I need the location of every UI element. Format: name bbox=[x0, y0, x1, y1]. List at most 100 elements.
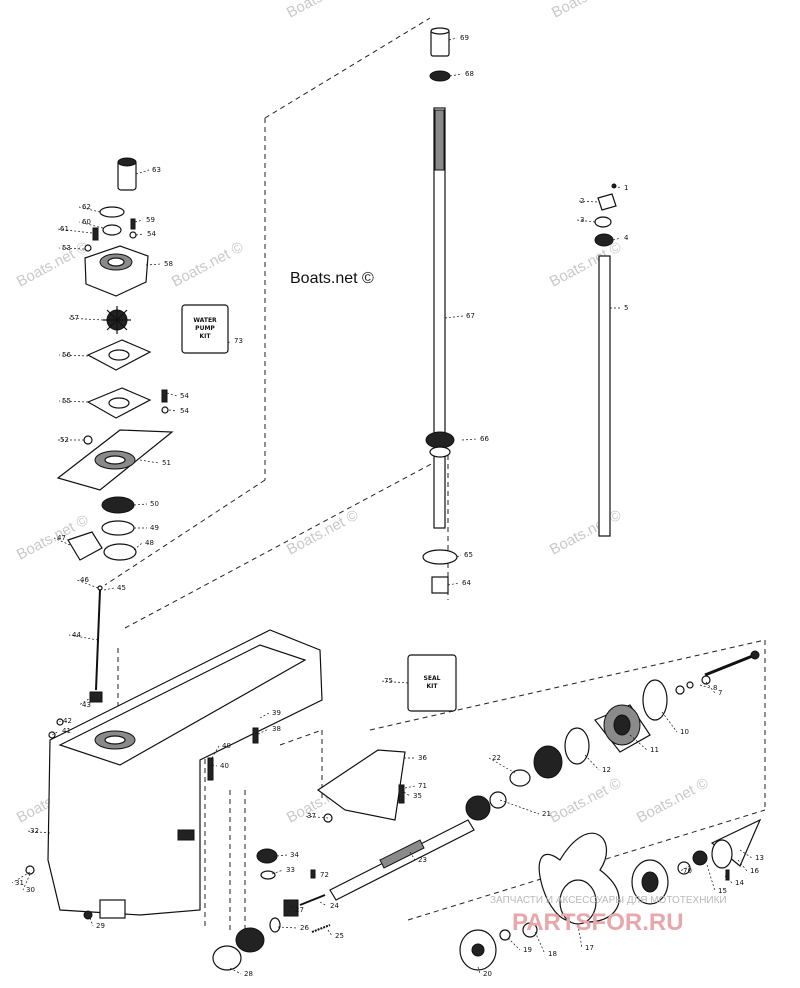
callout-70: 70 bbox=[679, 865, 692, 875]
callout-25: 25 bbox=[327, 929, 344, 940]
callout-34: 34 bbox=[276, 851, 299, 859]
callout-number: 60 bbox=[82, 218, 91, 226]
driveshaft-assembly bbox=[422, 27, 458, 594]
callout-number: 3 bbox=[580, 216, 584, 224]
part-69-ring bbox=[429, 70, 451, 82]
callout-4: 4 bbox=[612, 234, 629, 242]
callout-number: 25 bbox=[335, 932, 344, 940]
callout-number: 13 bbox=[755, 854, 764, 862]
callout-number: 31 bbox=[15, 879, 24, 887]
callout-labels: 1234578101112131415161718192021222324252… bbox=[11, 34, 764, 978]
part-34-washer bbox=[260, 870, 276, 880]
callout-number: 24 bbox=[330, 902, 339, 910]
callout-71: 71 bbox=[404, 782, 427, 790]
callout-number: 38 bbox=[272, 725, 281, 733]
callout-number: 42 bbox=[63, 717, 72, 725]
part-13-spinner bbox=[710, 818, 762, 869]
callout-number: 14 bbox=[735, 879, 744, 887]
callout-leader bbox=[78, 221, 104, 229]
water-pump-assembly: WATER PUMP KIT bbox=[48, 157, 229, 739]
callout-40: 40 bbox=[211, 742, 231, 759]
callout-50: 50 bbox=[133, 500, 159, 508]
callout-42: 42 bbox=[59, 717, 72, 725]
callout-number: 20 bbox=[483, 970, 492, 978]
watermark-text: Boats.net © bbox=[284, 0, 361, 22]
kit-label-line-2: PUMP bbox=[195, 325, 215, 332]
callout-leader bbox=[139, 459, 160, 464]
callout-number: 2 bbox=[580, 197, 584, 205]
callout-leader bbox=[679, 865, 691, 872]
callout-number: 67 bbox=[466, 312, 475, 320]
callout-leader bbox=[534, 931, 546, 955]
callout-number: 44 bbox=[72, 631, 81, 639]
callout-22: 22 bbox=[488, 754, 516, 774]
callout-number: 66 bbox=[480, 435, 489, 443]
callout-55: 55 bbox=[58, 397, 89, 405]
part-53-dowel bbox=[83, 435, 93, 445]
callout-48: 48 bbox=[133, 539, 154, 551]
callout-number: 62 bbox=[82, 203, 91, 211]
callout-number: 12 bbox=[602, 766, 611, 774]
part-25-spring bbox=[311, 924, 331, 933]
callout-10: 10 bbox=[661, 711, 689, 736]
callout-7: 7 bbox=[705, 681, 722, 697]
callout-number: 46 bbox=[80, 576, 89, 584]
callout-number: 70 bbox=[683, 867, 692, 875]
callout-number: 36 bbox=[418, 754, 427, 762]
callout-number: 5 bbox=[624, 304, 628, 312]
callout-number: 58 bbox=[164, 260, 173, 268]
callout-leader bbox=[576, 200, 598, 203]
callout-leader bbox=[312, 873, 318, 876]
callout-number: 1 bbox=[624, 184, 628, 192]
part-36-screw bbox=[398, 784, 405, 804]
watermark-text: Boats.net © bbox=[284, 507, 361, 559]
part-21-clutch bbox=[465, 791, 507, 821]
callout-17: 17 bbox=[577, 924, 594, 952]
callout-14: 14 bbox=[724, 875, 744, 887]
callout-leader bbox=[68, 634, 99, 641]
callout-leader bbox=[58, 247, 85, 250]
callout-27: 27 bbox=[291, 906, 304, 914]
part-65-bearing bbox=[431, 576, 449, 594]
callout-leader bbox=[211, 764, 218, 767]
callout-leader bbox=[229, 967, 242, 975]
callout-57: 57 bbox=[66, 314, 104, 322]
shift-assembly bbox=[594, 183, 617, 537]
callout-leader bbox=[133, 503, 148, 506]
callout-46: 46 bbox=[76, 576, 99, 589]
callout-67: 67 bbox=[444, 312, 475, 320]
part-10-o-ring bbox=[642, 679, 668, 721]
part-59-pump-housing bbox=[84, 245, 149, 297]
part-5-shift-shaft bbox=[598, 255, 611, 537]
callout-number: 49 bbox=[150, 524, 159, 532]
callout-leader bbox=[584, 754, 600, 771]
callout-38: 38 bbox=[257, 725, 281, 735]
callout-number: 65 bbox=[464, 551, 473, 559]
callout-leader bbox=[58, 400, 89, 403]
callout-number: 53 bbox=[62, 244, 71, 252]
kit-label-line-1: WATER bbox=[193, 317, 217, 324]
callout-54: 54 bbox=[166, 392, 189, 400]
callout-number: 22 bbox=[492, 754, 501, 762]
reference-lines bbox=[104, 17, 766, 945]
watermark-text: Boats.net © bbox=[169, 239, 246, 291]
pinion-assembly bbox=[212, 848, 331, 971]
callout-32: 32 bbox=[26, 827, 51, 835]
callout-number: 33 bbox=[286, 866, 295, 874]
part-22-gear bbox=[533, 745, 563, 779]
site-name: PARTSFOR.RU bbox=[512, 909, 684, 936]
callout-number: 52 bbox=[60, 436, 69, 444]
callout-leader bbox=[303, 815, 329, 819]
callout-leader bbox=[661, 711, 678, 733]
callout-21: 21 bbox=[499, 799, 551, 818]
watermark-text: Boats.net © bbox=[549, 0, 626, 22]
callout-leader bbox=[135, 233, 145, 236]
callout-20: 20 bbox=[477, 966, 492, 978]
callout-number: 40 bbox=[222, 742, 231, 750]
callout-leader bbox=[276, 854, 288, 857]
callout-61: 61 bbox=[56, 225, 93, 234]
kit-label-line-1: SEAL bbox=[424, 675, 441, 682]
callout-number: 18 bbox=[548, 950, 557, 958]
callout-40: 40 bbox=[211, 762, 229, 770]
